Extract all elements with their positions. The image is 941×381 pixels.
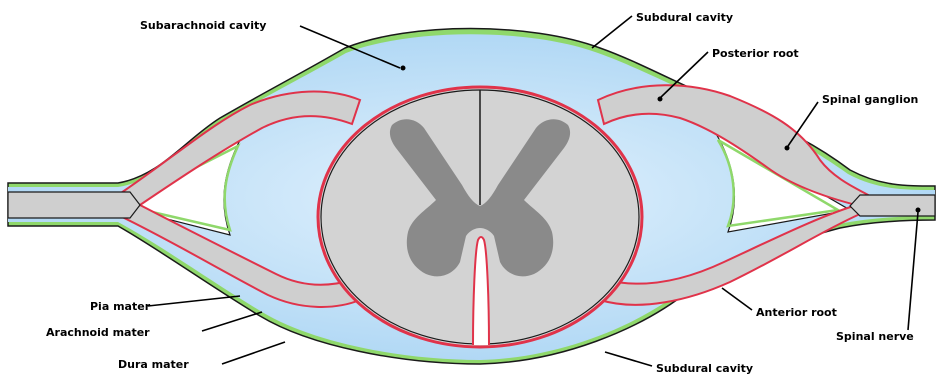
leader-dura-mater — [222, 342, 285, 364]
label-spinal-nerve: Spinal nerve — [836, 330, 914, 343]
label-pia-mater: Pia mater — [90, 300, 151, 313]
leader-pia-mater — [148, 296, 240, 306]
pointer-posterior-root — [658, 97, 663, 102]
label-anterior-root: Anterior root — [756, 306, 837, 319]
label-posterior-root: Posterior root — [712, 47, 799, 60]
label-subdural-cavity-bottom: Subdural cavity — [656, 362, 753, 375]
pointer-spinal-nerve — [916, 208, 921, 213]
leader-subdural-bottom — [605, 352, 652, 366]
label-subarachnoid-cavity: Subarachnoid cavity — [140, 19, 266, 32]
label-spinal-ganglion: Spinal ganglion — [822, 93, 918, 106]
leader-arachnoid-mater — [202, 312, 262, 331]
label-arachnoid-mater: Arachnoid mater — [46, 326, 150, 339]
right-spinal-nerve — [850, 195, 935, 216]
label-subdural-cavity-top: Subdural cavity — [636, 11, 733, 24]
pointer-subarachnoid-cavity — [401, 66, 406, 71]
leader-anterior-root — [722, 288, 752, 310]
anterior-median-fissure — [473, 237, 489, 345]
leader-spinal-nerve — [908, 212, 918, 330]
pointer-spinal-ganglion — [785, 146, 790, 151]
leader-subdural-top — [592, 16, 632, 48]
label-dura-mater: Dura mater — [118, 358, 189, 371]
left-spinal-nerve — [8, 192, 140, 218]
